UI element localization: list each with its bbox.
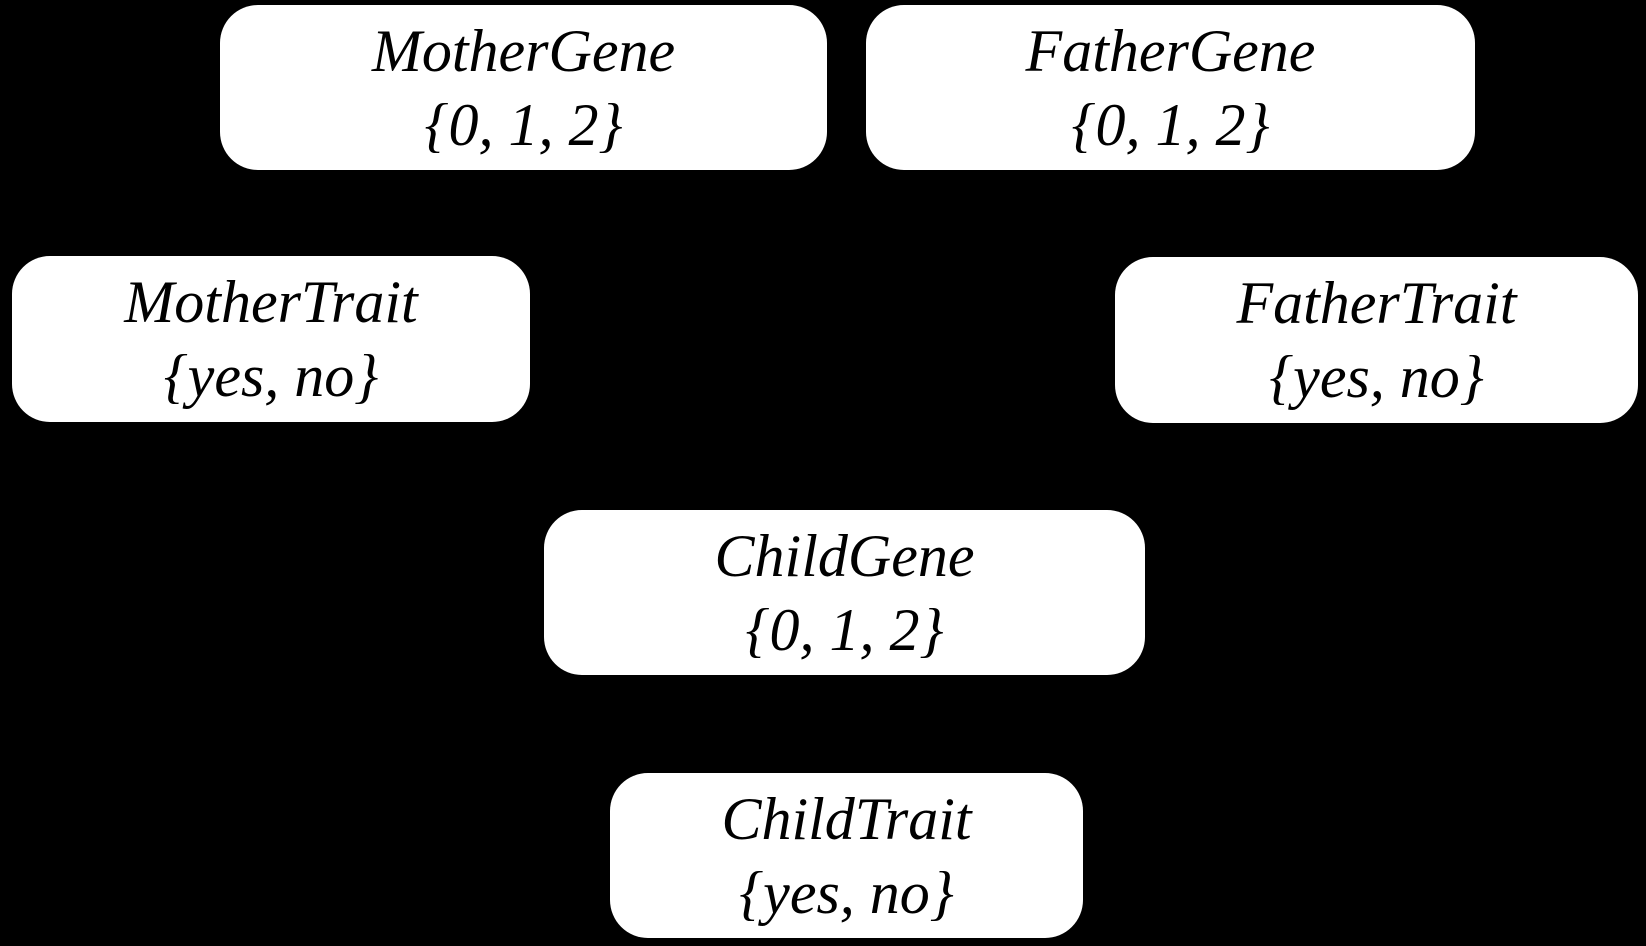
node-mother-gene: MotherGene {0, 1, 2} [220, 5, 827, 170]
node-father-trait-title: FatherTrait [1236, 270, 1517, 336]
node-mother-gene-domain: {0, 1, 2} [424, 91, 623, 158]
node-child-gene-domain: {0, 1, 2} [745, 596, 944, 663]
node-father-trait-domain: {yes, no} [1269, 344, 1484, 410]
node-father-gene: FatherGene {0, 1, 2} [866, 5, 1475, 170]
node-child-trait: ChildTrait {yes, no} [610, 773, 1083, 938]
node-father-gene-domain: {0, 1, 2} [1071, 91, 1270, 158]
node-child-trait-title: ChildTrait [721, 785, 972, 852]
node-mother-trait: MotherTrait {yes, no} [12, 256, 530, 422]
node-mother-gene-title: MotherGene [371, 17, 676, 84]
node-father-gene-title: FatherGene [1025, 17, 1316, 84]
node-child-gene: ChildGene {0, 1, 2} [544, 510, 1145, 675]
node-child-gene-title: ChildGene [714, 522, 975, 589]
node-child-trait-domain: {yes, no} [739, 859, 954, 926]
node-mother-trait-title: MotherTrait [124, 269, 418, 335]
node-mother-trait-domain: {yes, no} [163, 343, 379, 409]
node-father-trait: FatherTrait {yes, no} [1115, 257, 1638, 423]
